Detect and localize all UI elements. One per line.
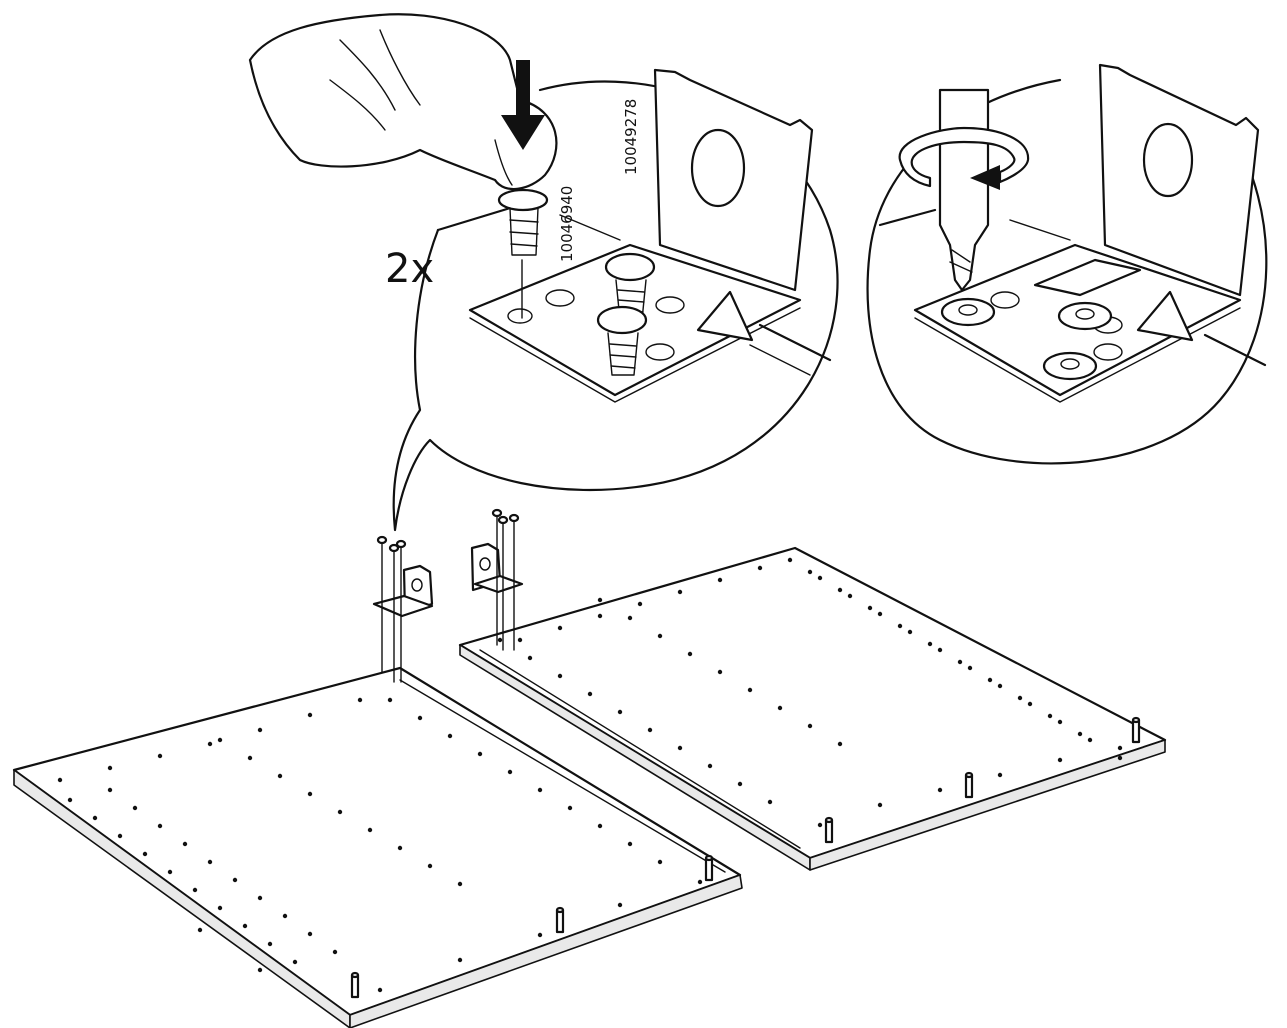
rotate-arrow-icon bbox=[898, 126, 1030, 190]
bracket-part-number: 10049278 bbox=[622, 99, 640, 175]
detail-bubble-insert-screws: 2x 10046940 10049278 bbox=[248, 13, 839, 532]
push-down-arrow-icon bbox=[501, 60, 545, 150]
shelf-hole-rows bbox=[57, 697, 703, 993]
wooden-dowel bbox=[704, 854, 714, 882]
screw-part-number: 10046940 bbox=[558, 186, 576, 262]
bracket-assembly-right bbox=[470, 508, 524, 651]
shelf-hole-rows bbox=[497, 557, 1123, 828]
panel-edge-line bbox=[436, 203, 832, 362]
left-panel bbox=[12, 666, 743, 1028]
wooden-dowel bbox=[350, 971, 360, 999]
hand-icon bbox=[248, 13, 558, 191]
detail-circle-tighten-screws bbox=[866, 63, 1268, 465]
wooden-dowel bbox=[1131, 716, 1141, 744]
right-panel bbox=[458, 546, 1167, 871]
euro-screw bbox=[1042, 351, 1098, 381]
wooden-dowel bbox=[824, 816, 834, 844]
wooden-dowel bbox=[555, 906, 565, 934]
euro-screw bbox=[1057, 301, 1113, 331]
bracket-assembly-left bbox=[372, 535, 434, 683]
wooden-dowel bbox=[964, 771, 974, 799]
euro-screw bbox=[497, 188, 549, 319]
euro-screw bbox=[596, 305, 648, 376]
bracket-hole bbox=[690, 128, 746, 208]
euro-screw bbox=[940, 297, 996, 327]
screwdriver-icon bbox=[938, 88, 990, 292]
quantity-label: 2x bbox=[385, 246, 434, 292]
